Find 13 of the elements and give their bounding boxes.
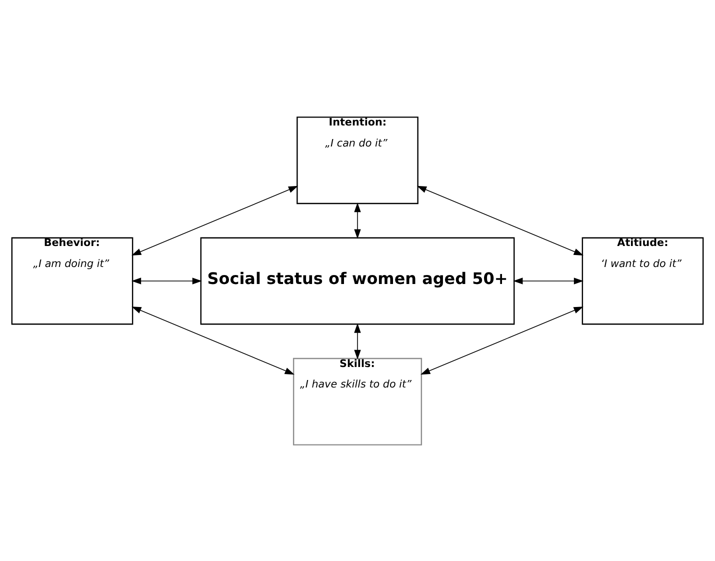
arrow [354,202,361,238]
node-box: Skills: „I have skills to do it” [292,357,422,445]
arrow [354,322,361,360]
arrow [131,277,202,284]
arrow [132,185,298,255]
arrow [132,306,294,374]
node-box: Atitiude: ‘I want to do it” [582,236,704,324]
arrow [513,277,584,284]
arrow [420,306,584,374]
node-box: Behevior: „I am doing it” [11,236,134,324]
node-box: Intention: „I can do it” [296,116,418,204]
arrow [416,185,584,255]
node-box: Social status of women aged 50+ [200,236,515,324]
